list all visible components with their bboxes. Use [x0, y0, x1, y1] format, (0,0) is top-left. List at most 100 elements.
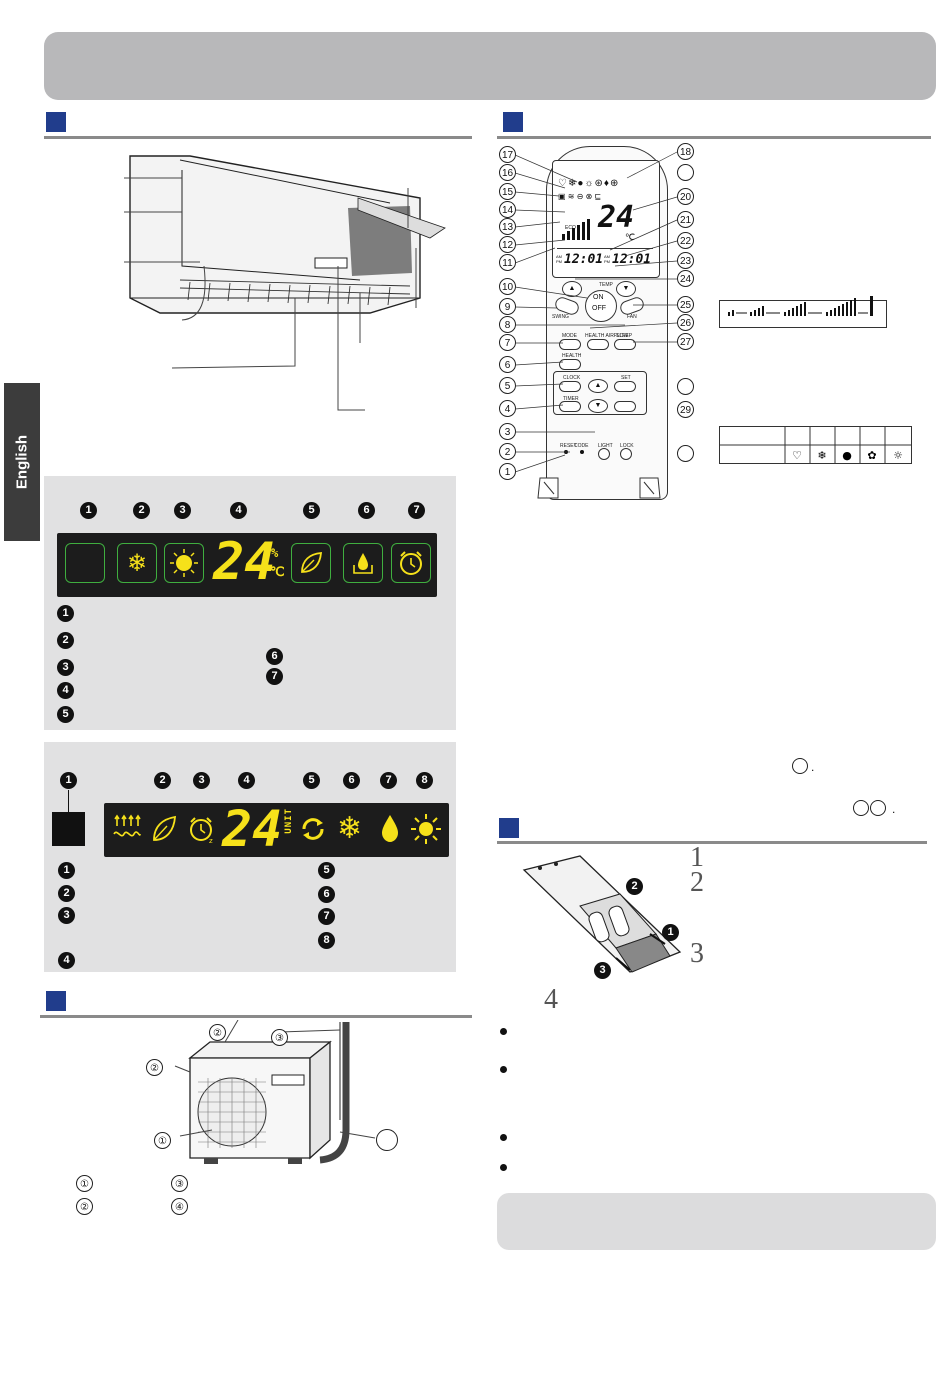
callout-26: 26 [677, 314, 694, 331]
legend-badge: 7 [266, 668, 283, 685]
time-down-button[interactable]: ▼ [588, 399, 608, 413]
sun-icon [411, 814, 441, 844]
step-badge: 3 [594, 962, 611, 979]
callout-leader-lines [515, 151, 678, 473]
callout-10: 10 [499, 278, 516, 295]
lock-button[interactable] [620, 448, 632, 460]
cancel-button[interactable] [614, 401, 636, 412]
lcd-clock-right: 12:01 [612, 252, 652, 267]
legend-badge: 5 [318, 862, 335, 879]
set-label: SET [621, 375, 631, 381]
callout-29: 29 [677, 401, 694, 418]
badge: 5 [303, 502, 320, 519]
clock-label: CLOCK [563, 375, 581, 381]
airflow-label: HEALTH AIRFLOW [585, 333, 629, 339]
section-marker [499, 818, 519, 838]
legend-badge: 1 [58, 862, 75, 879]
svg-text:●: ● [842, 449, 852, 462]
badge: 2 [154, 772, 171, 789]
legend-label: ② [76, 1198, 93, 1215]
lcd-divider [557, 248, 653, 249]
indoor-display-panel-1 [44, 476, 456, 730]
heat-icon [113, 814, 141, 837]
inline-circle [853, 800, 869, 816]
bullet-point [500, 1066, 507, 1073]
percent-unit: % [271, 546, 279, 560]
callout-6: 6 [499, 356, 516, 373]
callout-15: 15 [499, 183, 516, 200]
step-number: 2 [690, 867, 704, 898]
fan-label: FAN [627, 314, 637, 320]
temp-down-button[interactable]: ▼ [616, 281, 636, 297]
section-rule [497, 136, 931, 139]
timer-label: TIMER [563, 396, 579, 402]
power-button[interactable] [585, 290, 617, 322]
legend-badge: 2 [58, 885, 75, 902]
swing-label: SWING [552, 314, 569, 320]
callout-12: 12 [499, 236, 516, 253]
sleep-button[interactable] [614, 339, 636, 350]
callout-23: 23 [677, 252, 694, 269]
lcd-pm: PM [556, 259, 562, 264]
badge: 8 [416, 772, 433, 789]
time-up-button[interactable]: ▲ [588, 379, 608, 393]
set-button[interactable] [614, 381, 636, 392]
callout-9: 9 [499, 298, 516, 315]
svg-text:❄: ❄ [817, 449, 826, 462]
lcd-temperature: 24 [598, 200, 635, 235]
recycle-icon [302, 818, 324, 840]
code-button[interactable] [580, 450, 584, 454]
lcd-fan-bars [562, 219, 590, 240]
lcd-clock-left: 12:01 [564, 252, 604, 267]
header-bar [44, 32, 936, 100]
callout-18: 18 [677, 143, 694, 160]
leaf-icon [291, 543, 331, 583]
step-number: 1 [690, 842, 704, 873]
badge: 4 [238, 772, 255, 789]
legend-label: ④ [171, 1198, 188, 1215]
leaf-icon [153, 815, 176, 841]
timer-button[interactable] [559, 401, 581, 412]
remote-lcd [552, 160, 660, 278]
water-drop-icon [382, 815, 398, 842]
snowflake-icon: ❄ [337, 812, 363, 845]
sun-icon [164, 543, 204, 583]
temp-label: TEMP [599, 282, 613, 288]
legend-badge: 3 [58, 907, 75, 924]
section-marker [46, 112, 66, 132]
outdoor-label: ② [209, 1024, 226, 1041]
section-rule [497, 841, 927, 844]
outdoor-label [376, 1129, 398, 1151]
note-box [497, 1193, 936, 1250]
bullet-point [500, 1134, 507, 1141]
callout-21: 21 [677, 211, 694, 228]
legend-badge: 7 [318, 908, 335, 925]
clock-button[interactable] [559, 381, 581, 392]
callout-30 [677, 445, 694, 462]
temp-up-button[interactable]: ▲ [562, 281, 582, 297]
svg-text:☼: ☼ [893, 449, 903, 462]
off-label: OFF [592, 305, 606, 312]
light-button[interactable] [598, 448, 610, 460]
mode-table: ♡ ❄ ● ✿ ☼ [719, 426, 912, 464]
legend-badge: 8 [318, 932, 335, 949]
svg-text:z: z [209, 837, 213, 845]
badge: 3 [174, 502, 191, 519]
callout-2: 2 [499, 443, 516, 460]
alarm-clock-icon: z [190, 817, 213, 845]
mode-button[interactable] [559, 339, 581, 350]
lcd-unit: ℃ [625, 232, 636, 242]
temperature-display: 24 [213, 532, 276, 592]
inline-circle [792, 758, 808, 774]
step-badge: 1 [662, 924, 679, 941]
timer-panel [553, 371, 647, 415]
health-airflow-button[interactable] [587, 339, 609, 350]
legend-badge: 4 [57, 682, 74, 699]
inline-circle [870, 800, 886, 816]
outdoor-unit-illustration [174, 1020, 376, 1164]
callout-27: 27 [677, 333, 694, 350]
badge: 6 [358, 502, 375, 519]
code-label: CODE [574, 443, 589, 449]
health-button[interactable] [559, 359, 581, 370]
badge: 5 [303, 772, 320, 789]
